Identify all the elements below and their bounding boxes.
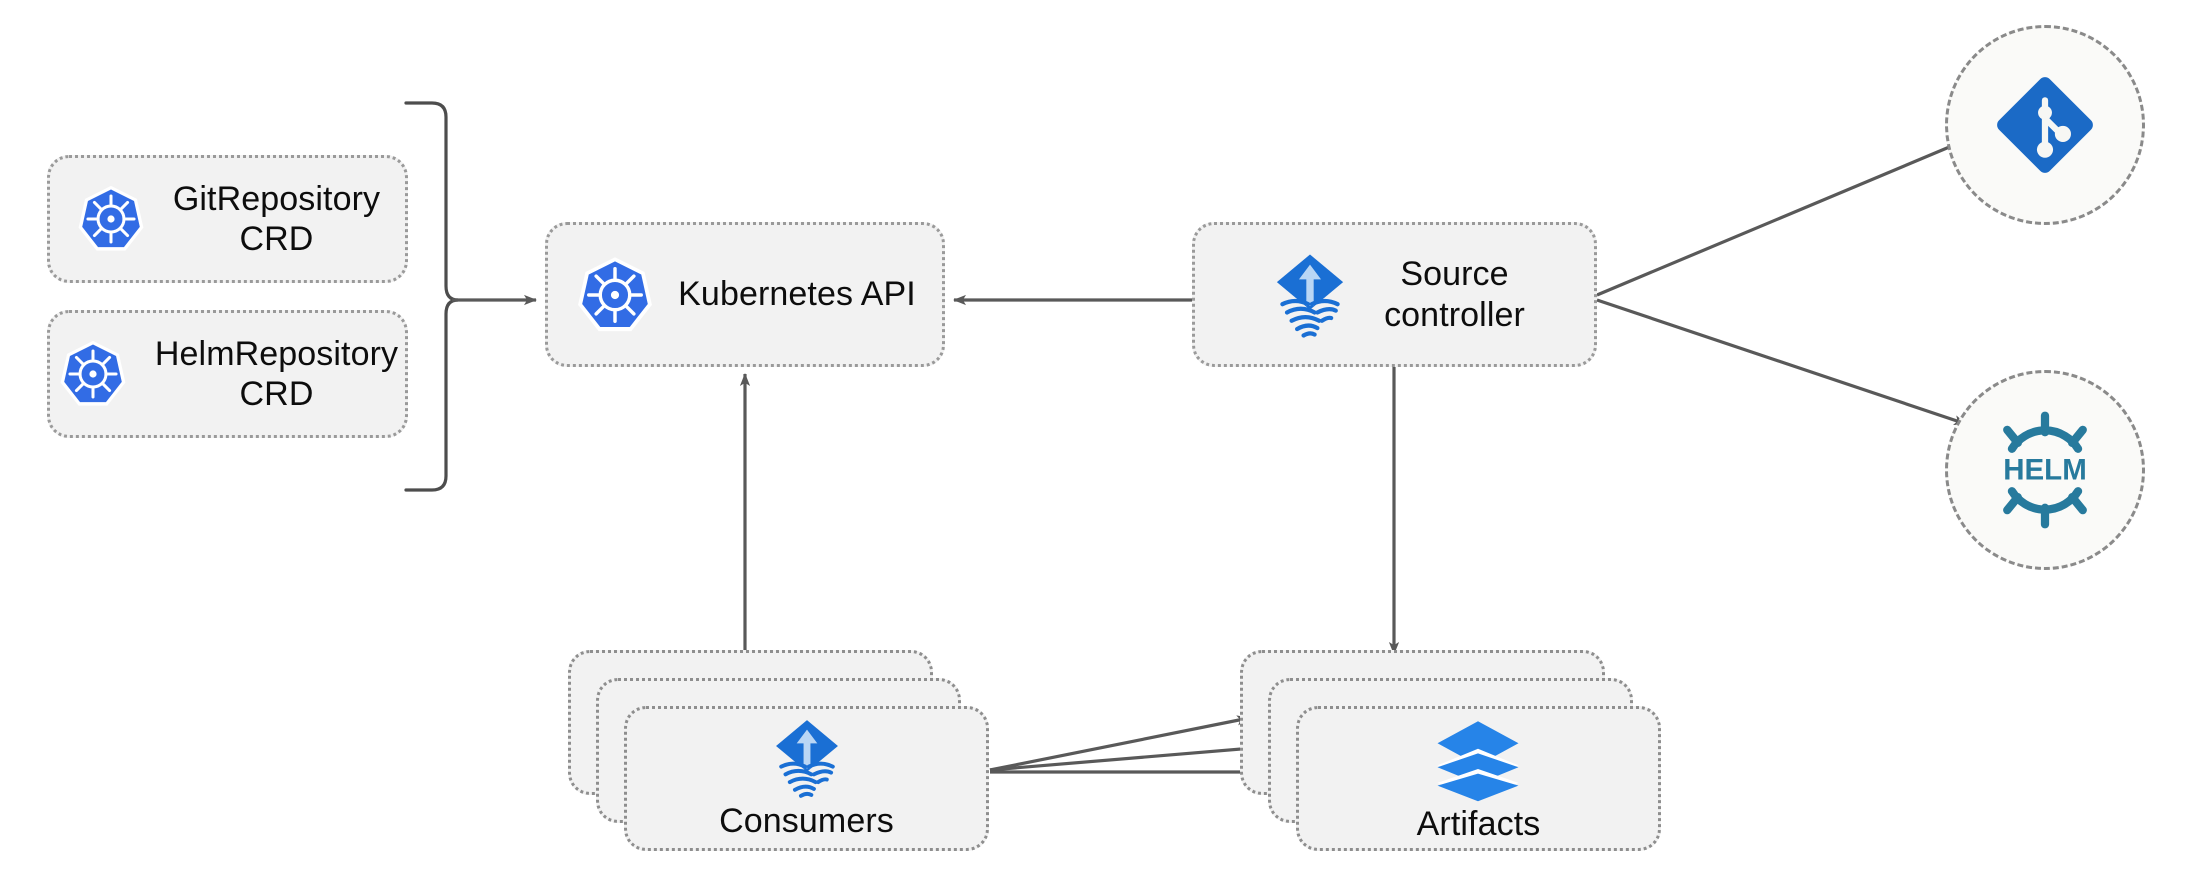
helm-wheel-icon: HELM	[1986, 411, 2104, 529]
layers-icon	[1417, 712, 1541, 804]
consumers-sheet-front[interactable]: Consumers	[624, 706, 989, 851]
node-kubernetes-api[interactable]: Kubernetes API	[545, 222, 945, 367]
node-label-kubernetes-api: Kubernetes API	[678, 275, 916, 314]
crd-card-gitrepository[interactable]: GitRepository CRD	[47, 155, 408, 283]
node-consumers-stack[interactable]: Consumers	[568, 650, 989, 855]
artifacts-sheet-front[interactable]: Artifacts	[1296, 706, 1661, 851]
node-label-artifacts: Artifacts	[1416, 805, 1541, 844]
crd-group-bracket	[404, 101, 459, 492]
wire-source-controller-to-helm	[1596, 298, 1967, 426]
node-git-repository[interactable]	[1945, 25, 2145, 225]
node-source-controller[interactable]: Source controller	[1192, 222, 1597, 367]
helm-wordmark: HELM	[2003, 453, 2087, 486]
flux-icon	[1264, 249, 1356, 341]
crd-card-label: GitRepository CRD	[172, 179, 381, 258]
crd-card-label: HelmRepository CRD	[154, 334, 399, 413]
node-label-source-controller: Source controller	[1384, 255, 1525, 334]
wire-consumers-to-artifacts-back	[989, 715, 1250, 772]
kubernetes-icon	[574, 254, 656, 336]
node-helm-repository[interactable]: HELM	[1945, 370, 2145, 570]
kubernetes-icon	[75, 183, 147, 255]
kubernetes-icon	[57, 338, 129, 410]
wire-source-controller-to-git	[1596, 138, 1967, 297]
flux-icon	[719, 715, 894, 801]
wire-consumers-to-artifacts-middle	[989, 741, 1278, 772]
node-artifacts-stack[interactable]: Artifacts	[1240, 650, 1661, 855]
git-icon	[1989, 69, 2101, 181]
crd-card-helmrepository[interactable]: HelmRepository CRD	[47, 310, 408, 438]
node-label-consumers: Consumers	[719, 802, 894, 841]
